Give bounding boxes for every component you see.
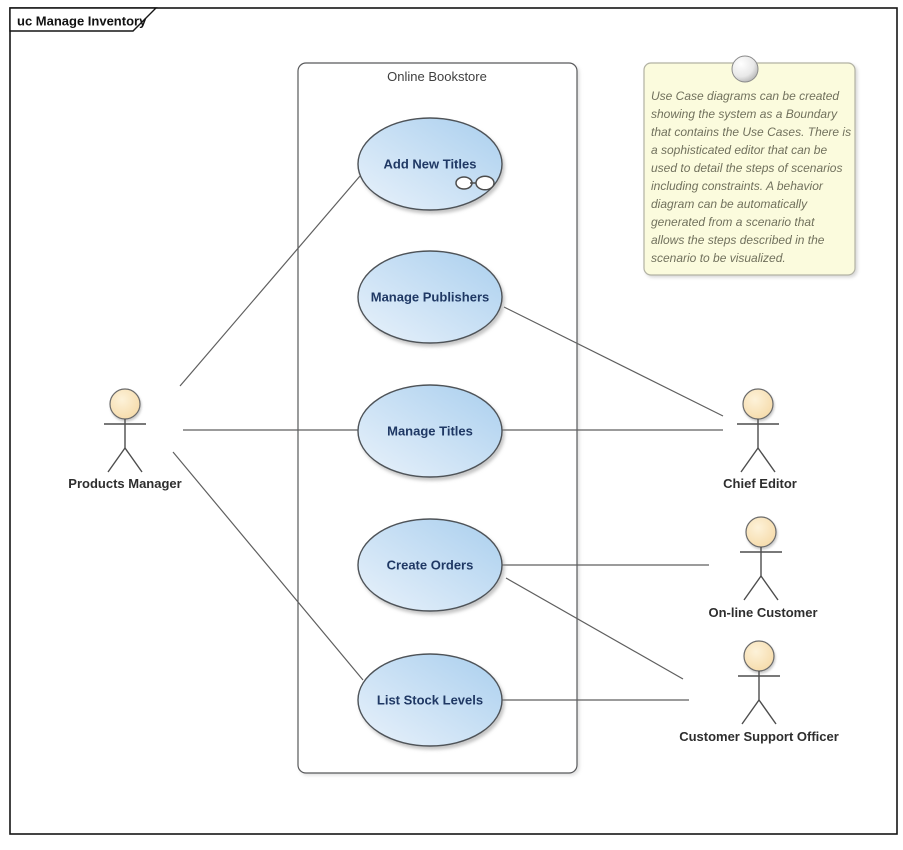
note-text-line: used to detail the steps of scenarios (651, 161, 842, 175)
note-text-line: a sophisticated editor that can be (651, 143, 827, 157)
usecase-label: Add New Titles (384, 157, 477, 172)
diagram-frame-tab (9, 7, 158, 32)
actor-head (745, 516, 777, 548)
note-text: Use Case diagrams can be created showing… (651, 89, 851, 265)
actor-label: Products Manager (68, 476, 181, 491)
usecase-label: Manage Publishers (371, 290, 489, 305)
note-pin-icon (731, 55, 759, 83)
note-text-line: scenario to be visualized. (651, 251, 786, 265)
usecase-create-orders[interactable]: Create Orders (357, 518, 503, 612)
note[interactable]: Use Case diagrams can be created showing… (643, 55, 856, 276)
actor-label: On-line Customer (708, 605, 817, 620)
usecase-ellipse[interactable] (357, 653, 503, 747)
usecase-label: Create Orders (387, 558, 474, 573)
actor-customer-support-officer[interactable]: Customer Support Officer (679, 640, 839, 744)
connector-create-orders-customer-support-officer[interactable] (505, 577, 684, 680)
actor-head (742, 388, 774, 420)
note-text-line: diagram can be automatically (651, 197, 808, 211)
actor-chief-editor[interactable]: Chief Editor (723, 388, 797, 491)
scenario-glasses-icon (455, 175, 495, 191)
actor-head (743, 640, 775, 672)
note-text-line: Use Case diagrams can be created (651, 89, 839, 103)
usecase-label: Manage Titles (387, 424, 473, 439)
usecase-label: List Stock Levels (377, 693, 483, 708)
actor-online-customer[interactable]: On-line Customer (708, 516, 818, 620)
actor-label: Customer Support Officer (679, 729, 839, 744)
usecase-ellipse[interactable] (357, 250, 503, 344)
note-text-line: showing the system as a Boundary (651, 107, 838, 121)
system-boundary-label: Online Bookstore (387, 69, 487, 84)
usecase-list-stock-levels[interactable]: List Stock Levels (357, 653, 503, 747)
actor-products-manager[interactable]: Products Manager (68, 388, 182, 491)
note-text-line: generated from a scenario that (651, 215, 815, 229)
actor-label: Chief Editor (723, 476, 797, 491)
diagram-title: uc Manage Inventory (17, 14, 147, 29)
note-text-line: allows the steps described in the (651, 233, 825, 247)
usecase-add-new-titles[interactable]: Add New Titles (357, 117, 503, 211)
connector-products-manager-list-stock-levels[interactable] (172, 451, 364, 681)
actor-head (109, 388, 141, 420)
connector-products-manager-add-new-titles[interactable] (179, 175, 361, 387)
connectors (172, 175, 724, 701)
connector-manage-publishers-chief-editor[interactable] (503, 306, 724, 417)
usecase-manage-publishers[interactable]: Manage Publishers (357, 250, 503, 344)
note-text-line: including constraints. A behavior (651, 179, 824, 193)
usecase-manage-titles[interactable]: Manage Titles (357, 384, 503, 478)
note-text-line: that contains the Use Cases. There is (651, 125, 851, 139)
diagram-frame (9, 7, 898, 835)
usecase-ellipse[interactable] (357, 384, 503, 478)
usecase-ellipse[interactable] (357, 518, 503, 612)
